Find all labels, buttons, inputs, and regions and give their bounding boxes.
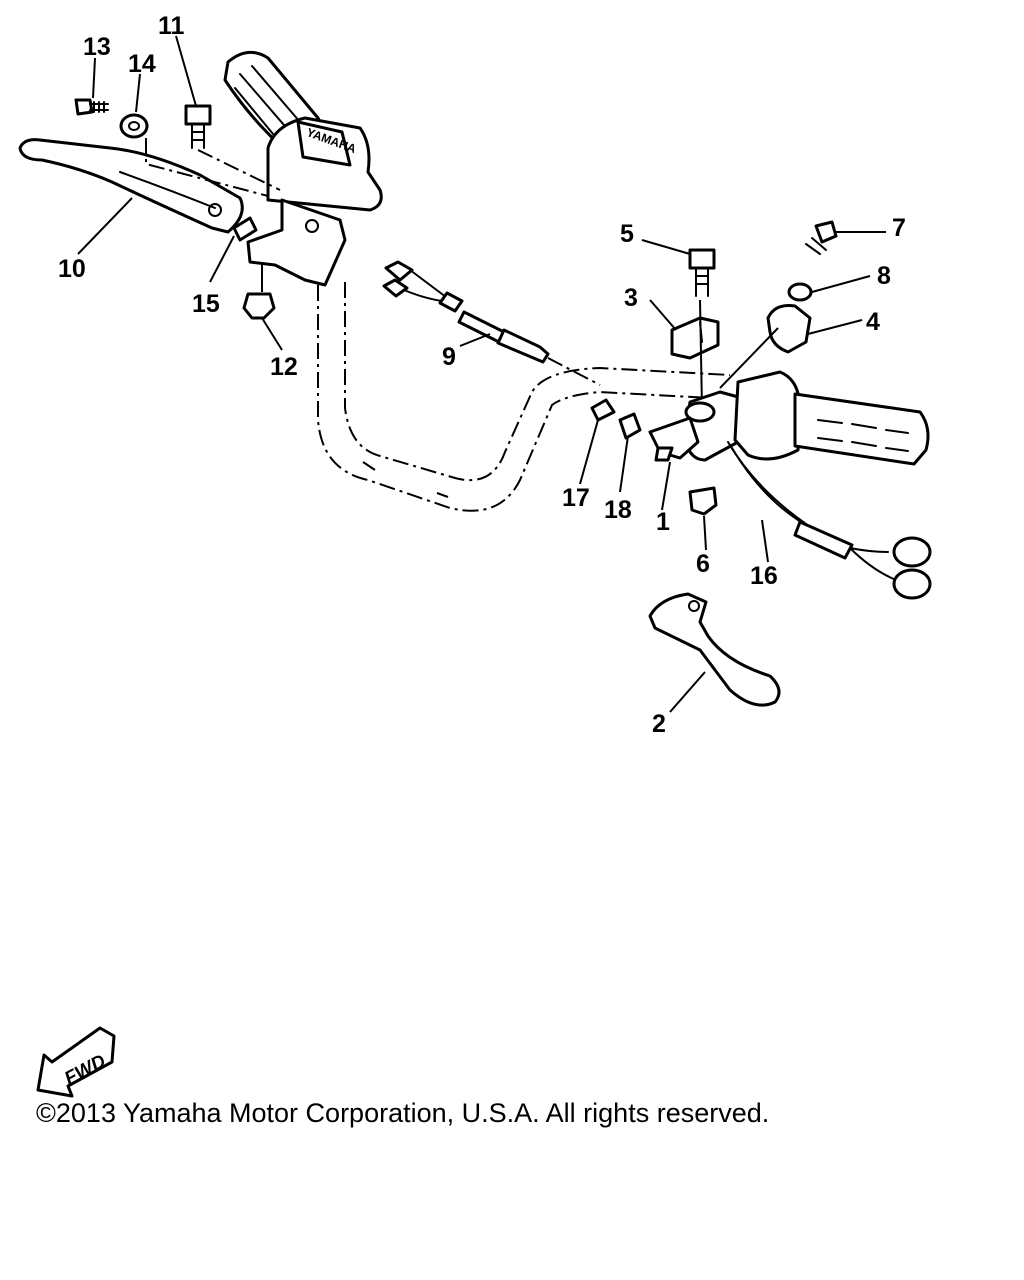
washer-8: [787, 282, 813, 302]
nut-14: [119, 113, 149, 139]
bolt-13: [74, 98, 109, 116]
adjuster-15: [232, 216, 258, 242]
callout-2: 2: [652, 710, 666, 738]
callout-15: 15: [192, 290, 220, 318]
callout-16: 16: [750, 562, 778, 590]
callout-6: 6: [696, 550, 710, 578]
callout-4: 4: [866, 308, 880, 336]
switch-block-3: [670, 316, 720, 360]
right-switch-housing: [648, 370, 930, 466]
handlebar: [317, 282, 731, 512]
callout-8: 8: [877, 262, 891, 290]
bolt-17: [590, 398, 616, 422]
callout-11: 11: [158, 12, 185, 40]
callout-10: 10: [58, 255, 86, 283]
screw-7: [805, 220, 838, 255]
bolt-11: [184, 104, 212, 149]
wire-harness-16: [727, 441, 932, 600]
callout-5: 5: [620, 220, 634, 248]
brake-lever: [648, 592, 781, 707]
pin-18: [618, 412, 642, 440]
callout-9: 9: [442, 343, 456, 371]
callout-13: 13: [83, 33, 111, 61]
left-switch-housing: YAMAHA: [223, 50, 383, 287]
callout-3: 3: [624, 284, 638, 312]
callout-7: 7: [892, 214, 906, 242]
callout-12: 12: [270, 353, 298, 381]
callout-14: 14: [128, 50, 156, 78]
nut-6: [688, 486, 718, 516]
callout-1: 1: [656, 508, 670, 536]
copyright-notice: ©2013 Yamaha Motor Corporation, U.S.A. A…: [36, 1098, 770, 1128]
cable-9: [382, 260, 601, 386]
callout-18: 18: [604, 496, 632, 524]
nut-12: [242, 292, 276, 320]
fwd-arrow-icon: FWD: [36, 1026, 116, 1098]
clamp-4: [766, 304, 812, 354]
clutch-lever: [18, 138, 244, 234]
bolt-5: [688, 248, 716, 297]
callout-17: 17: [562, 484, 590, 512]
